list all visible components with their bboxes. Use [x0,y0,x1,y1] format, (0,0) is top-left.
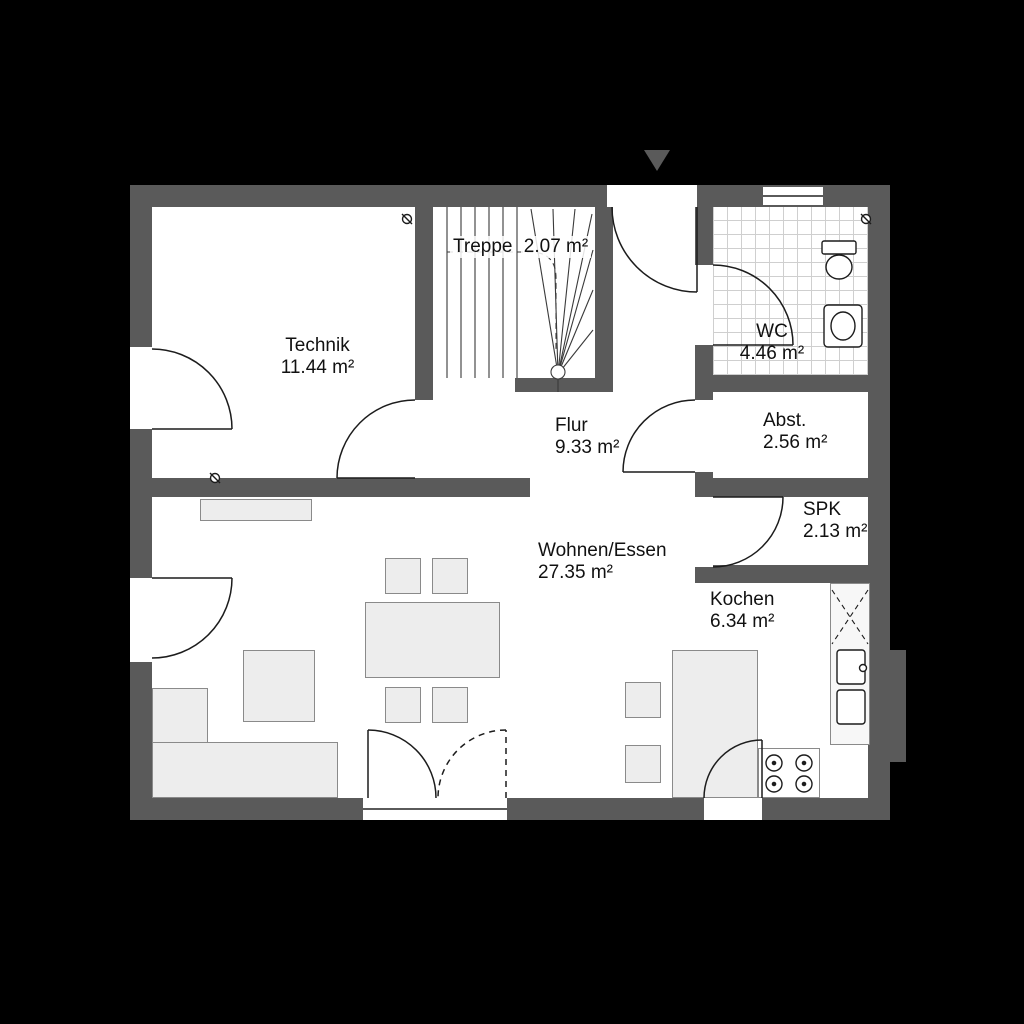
room-area-abst: 2.56 m² [763,432,828,453]
wall-bottom [130,798,890,820]
chair [385,687,421,723]
chair [385,558,421,594]
room-area-technik: 11.44 m² [280,357,355,378]
room-name-spk: SPK [803,499,842,520]
room-name-technik: Technik [285,335,350,356]
technik-exterior-door-opening [130,347,152,429]
kitchen-appliance [625,745,661,783]
room-label-wc: WC 4.46 m² [722,321,822,365]
room-label-treppe: Treppe 2.07 m² [450,236,592,258]
room-area-spk: 2.13 m² [803,521,868,542]
kochen-door-opening [704,798,762,820]
stove [758,748,820,798]
technik-interior-door-opening [415,400,433,478]
wc-door-opening [695,265,713,345]
room-name-abst: Abst. [763,410,807,431]
wall-spk-kochen [695,565,890,583]
chair [432,687,468,723]
entrance-opening [607,185,697,207]
abst-door-opening [695,400,713,472]
room-label-spk: SPK 2.13 m² [803,499,867,543]
wall-wc-abst [695,375,890,392]
kitchen-sink-counter [830,583,870,745]
side-table [243,650,315,722]
room-name-wc: WC [756,321,788,342]
wc-window [763,187,823,205]
room-label-kochen: Kochen 6.34 m² [710,589,774,633]
wall-below-technik [130,478,530,497]
entrance-arrow-icon [644,150,670,171]
wall-left [130,185,152,820]
wall-top [130,185,890,207]
room-area-wohnen: 27.35 m² [538,562,613,583]
wall-right-jog [890,650,906,762]
room-area-wc: 4.46 m² [739,343,805,364]
dining-table [365,602,500,678]
room-name-treppe: Treppe [450,236,516,258]
wall-right [868,185,890,820]
room-name-wohnen: Wohnen/Essen [538,540,667,561]
wohnen-exterior-door-opening [130,578,152,662]
room-area-kochen: 6.34 m² [710,611,775,632]
room-label-flur: Flur 9.33 m² [555,415,619,459]
kitchen-counter [672,650,758,798]
chair [432,558,468,594]
spk-door-opening [695,497,713,567]
wall-stair-right [595,207,613,392]
room-label-abst: Abst. 2.56 m² [763,410,827,454]
room-area-treppe: 2.07 m² [520,236,592,258]
sideboard [200,499,312,521]
wall-stair-bottom [515,378,613,392]
kitchen-appliance [625,682,661,718]
room-area-flur: 9.33 m² [555,437,620,458]
room-label-wohnen: Wohnen/Essen 27.35 m² [538,540,667,584]
room-name-kochen: Kochen [710,589,775,610]
room-name-flur: Flur [555,415,588,436]
room-label-technik: Technik 11.44 m² [250,335,385,379]
sofa-section-horizontal [152,742,338,798]
terrace-door-opening [363,798,507,820]
wall-abst-spk [695,478,890,497]
